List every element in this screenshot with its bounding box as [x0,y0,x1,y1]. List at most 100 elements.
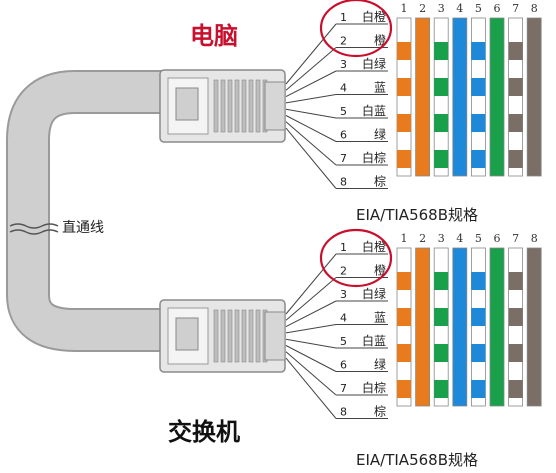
top-wire-stripe-5-2 [471,78,486,96]
top-plug-contact-6 [248,79,254,133]
bottom-wire-bar-8 [526,247,542,407]
bottom-wire-name-1: 白橙 [362,239,386,254]
cable-break-mark-2 [9,229,59,235]
bottom-wire-name-5: 白蓝 [362,333,386,348]
cable-loop-fill [8,72,165,350]
bottom-wire-stripe-1-1 [397,272,411,290]
bottom-wire-stripe-5-3 [471,344,486,362]
bottom-wire-num-6: 6 [340,359,347,372]
top-wire-stripe-3-2 [434,78,449,96]
bottom-wire-stripe-7-3 [508,344,523,362]
bottom-wire-name-6: 绿 [374,357,386,372]
top-wire-stripe-5-3 [471,114,486,132]
bottom-pin-number-7: 7 [512,232,519,245]
bottom-wire-stripe-5-2 [471,308,486,326]
bottom-wire-stripe-3-3 [434,344,449,362]
top-wire-stripe-7-2 [508,78,523,96]
top-wire-name-7: 白棕 [362,150,386,165]
top-fan-line-8 [285,127,337,189]
top-wire-stripe-7-1 [508,42,523,60]
bottom-wire-stripe-7-2 [508,308,523,326]
top-plug-contact-4 [234,79,240,133]
top-wire-stripe-3-3 [434,114,449,132]
top-wire-num-3: 3 [340,58,347,71]
top-fan-line-3 [285,70,337,98]
bottom-fan-line-7 [285,351,337,396]
bottom-fan-line-4 [285,324,337,334]
bottom-wire-bar-4 [452,247,468,407]
bottom-wire-num-1: 1 [340,241,347,254]
top-wire-name-5: 白蓝 [362,103,386,118]
bottom-wire-stripe-1-4 [397,380,411,398]
top-plug-contact-3 [227,79,233,133]
bottom-plug-contact-6 [248,309,254,363]
top-wire-name-8: 棕 [374,174,386,189]
top-wire-num-8: 8 [340,176,347,189]
bottom-fan-line-3 [285,300,337,328]
top-wire-stripe-1-1 [397,42,411,60]
bottom-wire-num-3: 3 [340,288,347,301]
top-wire-stripe-1-4 [397,150,411,168]
top-wire-stripe-7-4 [508,150,523,168]
top-wire-num-6: 6 [340,129,347,142]
bottom-pin-number-8: 8 [531,232,538,245]
top-fan-line-1 [285,23,337,85]
top-plug-contact-7 [255,79,261,133]
top-device-label: 电脑 [190,22,238,50]
top-plug-contact-2 [220,79,226,133]
top-fan-line-6 [285,115,337,142]
top-wire-name-4: 蓝 [374,81,386,95]
bottom-wire-stripe-1-3 [397,344,411,362]
top-pin-number-5: 5 [475,2,482,15]
top-wire-num-5: 5 [340,105,347,118]
cable-break-mark [9,223,59,229]
top-pin-number-4: 4 [456,2,463,15]
top-wire-stripe-3-1 [434,42,449,60]
top-pin-number-2: 2 [419,2,426,15]
bottom-wire-name-4: 蓝 [374,311,386,325]
bottom-wire-stripe-7-1 [508,272,523,290]
bottom-plug-contact-1 [213,309,219,363]
bottom-wire-num-8: 8 [340,406,347,419]
bottom-plug-latch [175,317,199,351]
top-wire-stripe-5-1 [471,42,486,60]
top-fan-line-2 [285,47,337,91]
bottom-fan-line-6 [285,345,337,372]
bottom-fan-line-1 [285,253,337,315]
bottom-wire-stripe-3-1 [434,272,449,290]
bottom-fan-line-5 [285,338,337,349]
bottom-wire-num-2: 2 [340,265,347,278]
bottom-plug-contact-7 [255,309,261,363]
bottom-pin-number-2: 2 [419,232,426,245]
bottom-wire-num-5: 5 [340,335,347,348]
top-fan-line-5 [285,108,337,119]
bottom-plug-tail [264,311,286,361]
top-wire-name-2: 橙 [374,33,386,48]
bottom-plug-contact-2 [220,309,226,363]
bottom-wire-bar-2 [415,247,431,407]
top-wire-bar-8 [526,17,542,177]
bottom-wire-name-7: 白棕 [362,380,386,395]
top-highlight-circle [319,0,393,58]
top-pin-number-7: 7 [512,2,519,15]
bottom-fan-line-2 [285,277,337,321]
top-wire-num-1: 1 [340,11,347,24]
bottom-wire-name-3: 白绿 [362,286,386,301]
top-plug-contact-5 [241,79,247,133]
bottom-plug-contact-3 [227,309,233,363]
bottom-highlight-circle [319,228,393,288]
top-wire-stripe-5-4 [471,150,486,168]
top-wire-stripe-3-4 [434,150,449,168]
top-wire-bar-2 [415,17,431,177]
top-wire-stripe-1-2 [397,78,411,96]
top-wire-bar-4 [452,17,468,177]
top-pin-number-8: 8 [531,2,538,15]
top-wire-stripe-7-3 [508,114,523,132]
cable-label: 直通线 [62,219,104,236]
bottom-wire-stripe-7-4 [508,380,523,398]
bottom-pin-number-4: 4 [456,232,463,245]
top-wire-name-1: 白橙 [362,9,386,24]
top-wire-num-4: 4 [340,82,347,95]
